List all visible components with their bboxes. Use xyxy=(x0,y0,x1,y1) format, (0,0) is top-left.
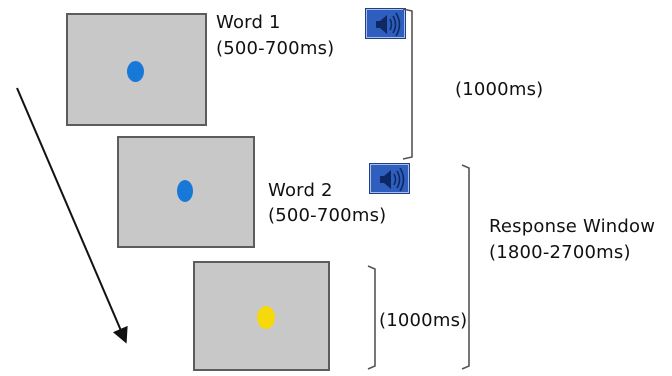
inter-stimulus-interval-label: (1000ms) xyxy=(455,79,544,100)
word-1-label: Word 1 xyxy=(216,12,281,33)
response-window-label: Response Window xyxy=(489,216,656,237)
blue-fixation-dot xyxy=(177,180,193,202)
time-arrow xyxy=(16,87,128,344)
final-interval-label: (1000ms) xyxy=(379,310,468,331)
response-window-duration: (1800-2700ms) xyxy=(489,242,631,263)
final-interval-bracket xyxy=(367,265,376,370)
word-1-duration: (500-700ms) xyxy=(216,38,335,59)
stimulus-screen-word-2 xyxy=(117,136,255,248)
blue-fixation-dot xyxy=(127,61,144,82)
speaker-icon xyxy=(365,8,406,39)
response-window-bracket xyxy=(461,164,470,370)
speaker-icon xyxy=(369,163,410,194)
word-2-duration: (500-700ms) xyxy=(268,205,387,226)
stimulus-screen-response xyxy=(193,261,330,371)
interval-bracket xyxy=(402,8,413,160)
word-2-label: Word 2 xyxy=(268,180,333,201)
stimulus-screen-word-1 xyxy=(66,13,207,126)
yellow-fixation-dot xyxy=(257,306,275,329)
